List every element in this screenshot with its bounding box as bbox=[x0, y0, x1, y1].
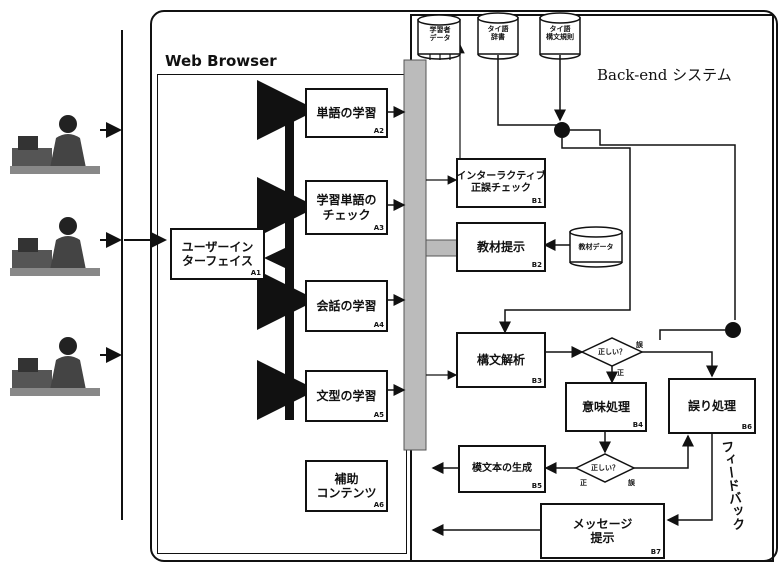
material-data-db-label: 教材データ bbox=[570, 244, 622, 252]
user-at-computer-icon bbox=[10, 115, 100, 174]
aux-content-code: A6 bbox=[374, 501, 384, 509]
conversation-label: 会話の学習 bbox=[316, 299, 376, 313]
decision-2-no: 誤 bbox=[628, 478, 635, 488]
word-study-label: 単語の学習 bbox=[316, 106, 376, 120]
word-study-box: 単語の学習 A2 bbox=[305, 88, 388, 138]
pattern-label: 文型の学習 bbox=[316, 389, 376, 403]
word-study-code: A2 bbox=[374, 127, 384, 135]
decision-1-yes: 正 bbox=[617, 368, 624, 378]
user-at-computer-icon bbox=[10, 217, 100, 276]
aux-content-box: 補助 コンテンツ A6 bbox=[305, 460, 388, 512]
error-box: 誤り処理 B6 bbox=[668, 378, 756, 434]
material-present-label: 教材提示 bbox=[477, 240, 525, 254]
learner-db-label: 学習者 データ bbox=[420, 27, 460, 42]
conversation-box: 会話の学習 A4 bbox=[305, 280, 388, 332]
thai-grammar-db-label: タイ語 構文規則 bbox=[540, 26, 580, 41]
ui-box-code: A1 bbox=[251, 269, 261, 277]
decision-2-label: 正しい？ bbox=[587, 463, 623, 473]
message-label: メッセージ 提示 bbox=[573, 517, 633, 546]
material-present-code: B2 bbox=[532, 261, 542, 269]
interactive-check-label: インターラクティブ 正誤チェック bbox=[456, 171, 545, 195]
meaning-code: B4 bbox=[633, 421, 643, 429]
meaning-label: 意味処理 bbox=[582, 400, 630, 414]
error-code: B6 bbox=[742, 423, 752, 431]
material-present-box: 教材提示 B2 bbox=[456, 222, 546, 272]
generate-label: 模文本の生成 bbox=[472, 463, 532, 475]
interactive-check-code: B1 bbox=[532, 197, 542, 205]
generate-box: 模文本の生成 B5 bbox=[458, 445, 546, 493]
conversation-code: A4 bbox=[374, 321, 384, 329]
thai-dict-db-label: タイ語 辞書 bbox=[478, 26, 518, 41]
decision-1-label: 正しい？ bbox=[594, 347, 630, 357]
interactive-check-box: インターラクティブ 正誤チェック B1 bbox=[456, 158, 546, 208]
pattern-code: A5 bbox=[374, 411, 384, 419]
message-box: メッセージ 提示 B7 bbox=[540, 503, 665, 559]
error-label: 誤り処理 bbox=[688, 399, 736, 413]
check-label: 学習単語の チェック bbox=[316, 193, 376, 222]
parse-box: 構文解析 B3 bbox=[456, 332, 546, 388]
parse-code: B3 bbox=[532, 377, 542, 385]
parse-label: 構文解析 bbox=[477, 353, 525, 367]
decision-1-no: 誤 bbox=[636, 340, 643, 350]
pattern-box: 文型の学習 A5 bbox=[305, 370, 388, 422]
meaning-box: 意味処理 B4 bbox=[565, 382, 647, 432]
generate-code: B5 bbox=[532, 482, 542, 490]
user-at-computer-icon bbox=[10, 337, 100, 396]
message-code: B7 bbox=[651, 548, 661, 556]
check-code: A3 bbox=[374, 224, 384, 232]
ui-box-label: ユーザーイン ターフェイス bbox=[182, 240, 254, 269]
decision-2-yes: 正 bbox=[580, 478, 587, 488]
ui-box: ユーザーイン ターフェイス A1 bbox=[170, 228, 265, 280]
check-box: 学習単語の チェック A3 bbox=[305, 180, 388, 235]
aux-content-label: 補助 コンテンツ bbox=[316, 472, 376, 501]
